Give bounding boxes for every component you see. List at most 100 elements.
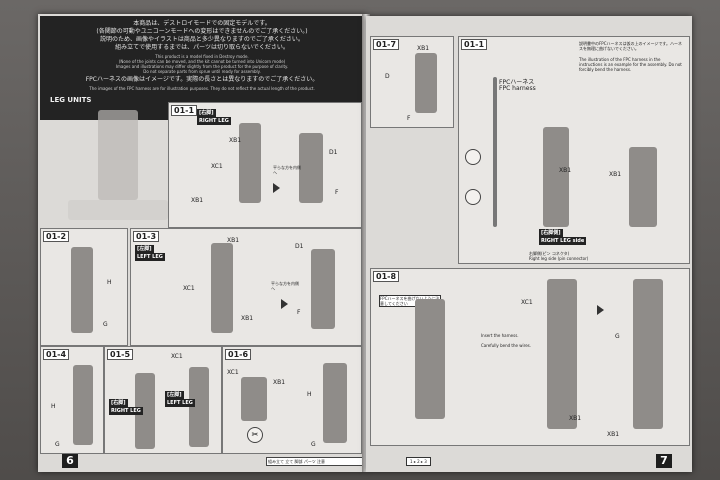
leg-part	[135, 373, 155, 449]
fpc-caption-en: Right leg side (pin connector)	[529, 256, 589, 261]
leg-part	[415, 53, 437, 113]
fpc-harness-label-jp: FPCハーネス	[499, 79, 535, 86]
robot-illustration	[98, 110, 138, 200]
part-label: XC1	[521, 299, 533, 306]
leg-part	[547, 279, 577, 429]
header-en-line: Do not separate parts from sprue until r…	[143, 69, 261, 74]
leg-part	[323, 363, 347, 443]
step-01-1-panel: 01-1 [右脚] RIGHT LEG XB1 XC1 XB1 D1 F 平らな…	[168, 102, 362, 228]
robot-base	[68, 200, 168, 220]
header-jp-line: FPCハーネスの画像はイメージです。実際の長さとは異なりますのでご了承ください。	[85, 76, 319, 83]
part-label: XC1	[183, 285, 195, 292]
step-number: 01-2	[43, 231, 70, 242]
part-label: XB1	[569, 415, 582, 422]
part-label: XB1	[609, 171, 622, 178]
right-leg-tag-jp: [右脚]	[197, 109, 216, 117]
part-label: F	[407, 115, 411, 122]
arrow-icon	[597, 305, 604, 315]
step-01-7-panel: 01-7 XB1 D F	[370, 36, 454, 128]
right-leg-side-tag-en: RIGHT LEG side	[539, 237, 587, 245]
leg-part	[415, 299, 445, 419]
part-label: G	[103, 321, 108, 328]
detail-circle-icon	[465, 149, 481, 165]
part-label: XB1	[559, 167, 572, 174]
part-label: G	[615, 333, 620, 340]
left-manual-page: 本商品は、デストロイモードでの固定モデルです。 (各関節の可動やユニコーンモード…	[38, 14, 366, 472]
part-label: D1	[329, 149, 338, 156]
fpc-note-en: The illustration of the FPC harness in t…	[579, 57, 682, 72]
leg-part	[633, 279, 663, 429]
bend-wires-note: Carefully bend the wires.	[481, 343, 532, 348]
step-number: 01-7	[373, 39, 400, 50]
leg-part	[299, 133, 323, 203]
footer-note: 組み立て 立て 脚部 パーツ 注意	[266, 457, 366, 466]
step-01-3-panel: 01-3 [左脚] LEFT LEG XB1 XC1 XB1 D1 F 平らな方…	[130, 228, 362, 346]
part-label: F	[335, 189, 339, 196]
step-01-8-panel: 01-8 FPCハーネスを曲げないように注意してください XC1 XB1 G X…	[370, 268, 690, 446]
legend-item: 2	[417, 459, 420, 464]
leg-units-label: LEG UNITS	[50, 96, 92, 104]
step-01-4-panel: 01-4 H G	[40, 346, 104, 454]
part-label: XB1	[607, 431, 620, 438]
leg-part	[211, 243, 233, 333]
leg-part	[241, 377, 267, 421]
part-label: XC1	[211, 163, 223, 170]
step-number: 01-5	[107, 349, 134, 360]
left-leg-tag-jp: [左脚]	[135, 245, 154, 253]
left-leg-tag-en: LEFT LEG	[135, 253, 165, 261]
step-number: 01-1	[171, 105, 198, 116]
part-label: XC1	[227, 369, 239, 376]
step-01-5-panel: 01-5 XC1 [右脚] RIGHT LEG [左脚] LEFT LEG	[104, 346, 222, 454]
scissors-icon: ✂	[247, 427, 263, 443]
part-label: XB1	[273, 379, 286, 386]
fpc-note-jp: 説明書中のFPCハーネスは仮の上のイメージです。ハーネスを無理に曲げないでくださ…	[579, 41, 683, 51]
right-leg-tag-en: RIGHT LEG	[109, 407, 143, 415]
part-label: XB1	[229, 137, 242, 144]
part-label: XB1	[191, 197, 204, 204]
part-label: D	[385, 73, 390, 80]
fpc-caption-jp: 右脚側(ピン コネクタ)	[529, 251, 570, 256]
step-legend: 1 ▸ 2 ▸ 3	[406, 457, 431, 466]
arrow-icon	[273, 183, 280, 193]
part-label: XB1	[417, 45, 430, 52]
header-jp-line: 説明のため、画像やイラストは商品と多少異なりますのでご了承ください。	[100, 36, 304, 43]
part-label: F	[297, 309, 301, 316]
part-label: XB1	[227, 237, 240, 244]
header-jp-line: (各関節の可動やユニコーンモードへの変形はできませんのでご了承ください。)	[96, 28, 308, 35]
leg-part	[629, 147, 657, 227]
step-fpc-panel: 01-1 説明書中のFPCハーネスは仮の上のイメージです。ハーネスを無理に曲げな…	[458, 36, 690, 264]
part-label: XB1	[241, 315, 254, 322]
leg-part	[189, 367, 209, 447]
step-number: 01-8	[373, 271, 400, 282]
step-01-6-panel: 01-6 XC1 XB1 H G ✂	[222, 346, 362, 454]
leg-part	[71, 247, 93, 333]
header-en-line: (None of the joints can be moved, and th…	[118, 59, 286, 64]
part-label: H	[51, 403, 56, 410]
left-leg-tag-en: LEFT LEG	[165, 399, 195, 407]
leg-part	[73, 365, 93, 445]
insert-harness-note: Insert the harness.	[481, 333, 519, 338]
leg-part	[239, 123, 261, 203]
right-leg-tag-jp: [右脚]	[109, 399, 128, 407]
header-en-line: This product is a model fixed in Destroy…	[155, 54, 249, 59]
part-label: H	[307, 391, 312, 398]
arrow-icon	[281, 299, 288, 309]
step-note: 平らな方を内側へ	[273, 165, 301, 175]
right-leg-side-tag-jp: [右脚側]	[539, 229, 563, 237]
part-label: XC1	[171, 353, 183, 360]
part-label: H	[107, 279, 112, 286]
step-note: 平らな方を内側へ	[271, 281, 299, 291]
page-number-left: 6	[62, 454, 78, 468]
leg-part	[311, 249, 335, 329]
fpc-harness-label-en: FPC harness	[499, 85, 536, 92]
part-label: D1	[295, 243, 304, 250]
left-leg-tag-jp: [左脚]	[165, 391, 184, 399]
legend-item: 3	[424, 459, 427, 464]
part-label: G	[311, 441, 316, 448]
header-en-line: The images of the FPC harness are for il…	[89, 86, 315, 91]
right-leg-tag-en: RIGHT LEG	[197, 117, 231, 125]
part-label: G	[55, 441, 60, 448]
right-manual-page: 01-7 XB1 D F 01-1 説明書中のFPCハーネスは仮の上のイメージで…	[366, 16, 692, 472]
step-number: 01-6	[225, 349, 252, 360]
step-number: 01-3	[133, 231, 160, 242]
